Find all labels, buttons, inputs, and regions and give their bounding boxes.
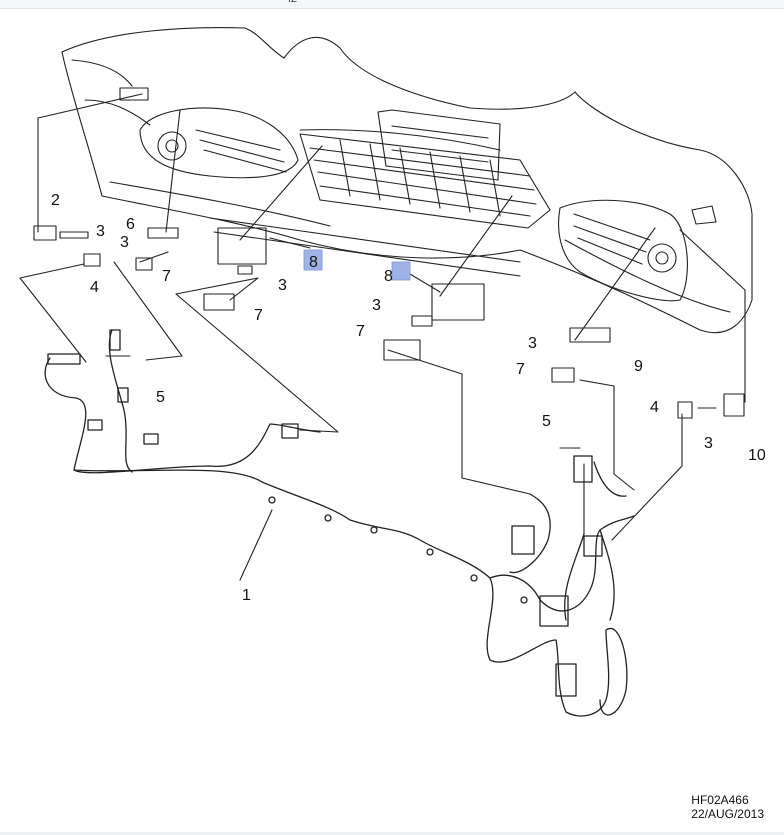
callout-9: 9 bbox=[634, 358, 643, 375]
callout-7: 7 bbox=[356, 323, 365, 340]
callout-4: 4 bbox=[90, 279, 99, 296]
callout-8-highlight-right bbox=[391, 261, 411, 281]
callout-7: 7 bbox=[516, 361, 525, 378]
top-strip: ıΣ bbox=[0, 0, 784, 9]
leader-lines bbox=[19, 93, 746, 581]
callout-labels: 1 2 3 3 3 3 3 3 4 4 5 5 6 7 7 7 7 8 8 9 … bbox=[51, 192, 766, 604]
wire-harness bbox=[44, 329, 635, 717]
drawing-ref-code: HF02A466 bbox=[691, 793, 749, 807]
callout-5: 5 bbox=[156, 389, 165, 406]
callout-6: 6 bbox=[126, 216, 135, 233]
callout-2: 2 bbox=[51, 192, 60, 209]
callout-8-highlight-left bbox=[303, 249, 323, 271]
callout-8: 8 bbox=[309, 254, 318, 271]
bumper-fascia bbox=[61, 26, 753, 334]
callout-3: 3 bbox=[372, 297, 381, 314]
callout-7: 7 bbox=[162, 268, 171, 285]
callout-3: 3 bbox=[528, 335, 537, 352]
callout-3: 3 bbox=[278, 277, 287, 294]
drawing-reference: HF02A466 22/AUG/2013 bbox=[691, 793, 764, 821]
callout-3: 3 bbox=[704, 435, 713, 452]
callout-8: 8 bbox=[384, 268, 393, 285]
callout-7: 7 bbox=[254, 307, 263, 324]
callout-3: 3 bbox=[120, 234, 129, 251]
callout-5: 5 bbox=[542, 413, 551, 430]
bottom-strip bbox=[0, 832, 784, 835]
callout-1: 1 bbox=[242, 587, 251, 604]
top-mark: ıΣ bbox=[288, 0, 297, 5]
callout-10: 10 bbox=[748, 447, 766, 464]
callout-4: 4 bbox=[650, 399, 659, 416]
sensor-parts bbox=[33, 225, 745, 419]
callout-3: 3 bbox=[96, 223, 105, 240]
drawing-date: 22/AUG/2013 bbox=[691, 807, 764, 821]
